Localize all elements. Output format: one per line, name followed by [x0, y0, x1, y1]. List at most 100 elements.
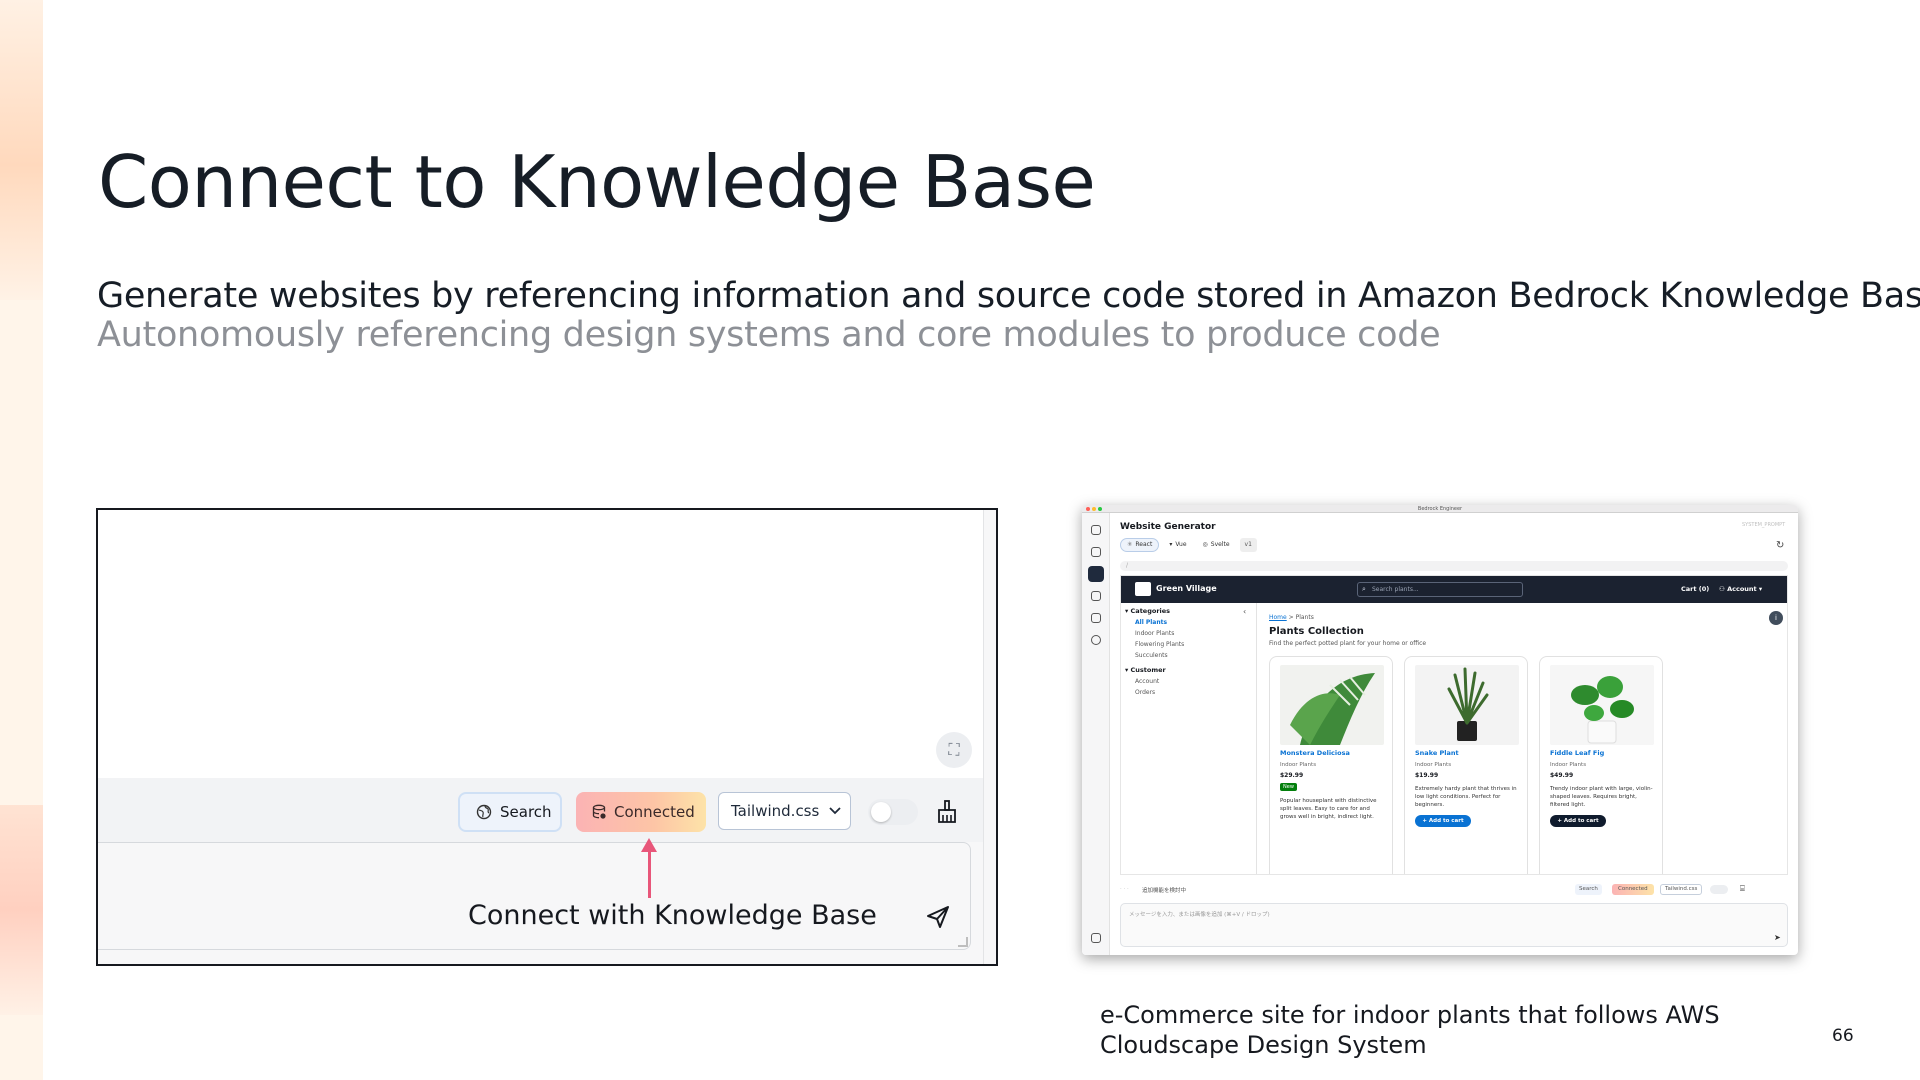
arrow-head [641, 838, 657, 852]
chat-icon[interactable] [1091, 547, 1101, 557]
customer-orders[interactable]: Orders [1135, 689, 1156, 696]
customer-account[interactable]: Account [1135, 678, 1160, 685]
tab-react[interactable]: ⚛React [1120, 538, 1160, 552]
categories-heading[interactable]: ▾ Categories [1125, 607, 1171, 615]
collapse-chevron-icon[interactable]: ‹ [1243, 607, 1247, 616]
connected-button[interactable]: Connected [1612, 884, 1654, 895]
customer-heading[interactable]: ▾ Customer [1125, 666, 1166, 674]
resize-handle[interactable] [958, 937, 968, 947]
connected-button[interactable]: Connected [576, 792, 706, 832]
chat-input[interactable]: メッセージを入力、または画像を追加 (⌘+V / ドロップ) [1120, 903, 1788, 947]
website-generator-icon[interactable] [1088, 566, 1104, 582]
left-screenshot: ⛶ Search Connected Tailwind.css Connect … [96, 508, 998, 966]
site-side-nav: ‹ ▾ Categories All Plants Indoor Plants … [1121, 603, 1257, 874]
product-name[interactable]: Fiddle Leaf Fig [1550, 749, 1605, 757]
product-price: $29.99 [1280, 772, 1304, 779]
home-icon[interactable] [1091, 525, 1101, 535]
add-to-cart-button[interactable]: + Add to cart [1415, 815, 1471, 827]
category-indoor-plants[interactable]: Indoor Plants [1135, 630, 1175, 637]
toggle-switch[interactable] [1710, 885, 1728, 894]
decorative-gradient-top [0, 0, 43, 300]
right-screenshot: Bedrock Engineer Website Generator SYSTE… [1082, 505, 1798, 955]
add-to-cart-button[interactable]: + Add to cart [1550, 815, 1606, 827]
window-titlebar: Bedrock Engineer [1082, 505, 1798, 513]
search-button[interactable]: Search [1575, 884, 1602, 895]
product-name[interactable]: Monstera Deliciosa [1280, 749, 1350, 757]
slide-subtitle-secondary: Autonomously referencing design systems … [97, 315, 1441, 355]
app-sidebar [1082, 513, 1110, 955]
info-button[interactable]: i [1769, 611, 1783, 625]
account-menu[interactable]: ⚇ Account ▾ [1719, 585, 1762, 593]
framework-select[interactable]: Tailwind.css [718, 792, 851, 830]
window-controls[interactable] [1086, 507, 1102, 511]
customer-heading-label: Customer [1130, 666, 1166, 674]
chat-input[interactable] [98, 842, 971, 950]
tab-react-label: React [1135, 541, 1153, 548]
breadcrumb: Home > Plants [1269, 614, 1314, 621]
arrow-line [648, 846, 651, 898]
site-brand[interactable]: Green Village [1156, 584, 1217, 593]
refresh-icon[interactable]: ↻ [1776, 540, 1785, 551]
globe-icon [476, 804, 492, 820]
page-number: 66 [1832, 1026, 1854, 1046]
feedback-icon[interactable] [1091, 933, 1101, 943]
maximize-dot[interactable] [1098, 507, 1102, 511]
product-description: Popular houseplant with distinctive spli… [1280, 798, 1377, 820]
database-icon [592, 804, 606, 819]
minimize-dot[interactable] [1092, 507, 1096, 511]
site-top-nav: Green Village ⌕ Search plants... Cart (0… [1121, 576, 1787, 603]
product-card[interactable]: Fiddle Leaf Fig Indoor Plants $49.99 Tre… [1539, 656, 1663, 874]
send-icon[interactable]: ➤ [1774, 933, 1781, 942]
search-icon: ⌕ [1362, 585, 1366, 593]
category-succulents[interactable]: Succulents [1135, 652, 1168, 659]
toolbar-hint: 追加機能を検討中 [1142, 888, 1187, 894]
settings-icon[interactable] [1091, 635, 1101, 645]
breadcrumb-separator: > [1288, 614, 1296, 621]
search-button[interactable]: Search [458, 792, 562, 832]
app-title: Website Generator [1120, 522, 1216, 532]
framework-select[interactable]: Tailwind.css [1660, 884, 1703, 895]
page-title: Plants Collection [1269, 626, 1364, 637]
category-all-plants[interactable]: All Plants [1135, 619, 1168, 626]
new-badge: New [1280, 783, 1297, 791]
broom-icon[interactable] [936, 800, 958, 824]
send-icon[interactable] [926, 905, 950, 929]
expand-button[interactable]: ⛶ [936, 732, 972, 768]
agents-icon[interactable] [1091, 613, 1101, 623]
site-search-input[interactable]: ⌕ Search plants... [1357, 582, 1523, 597]
window-title: Bedrock Engineer [1417, 506, 1463, 512]
version-badge[interactable]: v1 [1239, 538, 1257, 552]
category-flowering-plants[interactable]: Flowering Plants [1135, 641, 1185, 648]
search-button-label: Search [500, 803, 552, 821]
decorative-gradient-bottom [0, 805, 43, 1015]
preview-canvas [98, 510, 983, 778]
decorative-left-strip [0, 0, 43, 1080]
preview-url-bar[interactable]: / [1120, 561, 1788, 571]
toggle-switch[interactable] [868, 799, 918, 825]
framework-tabs: ⚛React ▾Vue ◎Svelte v1 [1120, 538, 1257, 552]
product-image [1550, 665, 1654, 745]
slide-subtitle-primary: Generate websites by referencing informa… [97, 276, 1920, 316]
broom-icon[interactable]: ⌸ [1740, 884, 1745, 893]
site-logo[interactable] [1135, 582, 1151, 596]
close-dot[interactable] [1086, 507, 1090, 511]
tab-vue-label: Vue [1175, 541, 1187, 548]
system-prompt-link[interactable]: SYSTEM_PROMPT [1742, 522, 1786, 528]
tab-vue[interactable]: ▾Vue [1163, 538, 1192, 552]
breadcrumb-home[interactable]: Home [1269, 614, 1287, 621]
product-category: Indoor Plants [1280, 762, 1317, 768]
svelte-icon: ◎ [1202, 541, 1208, 548]
product-name[interactable]: Snake Plant [1415, 749, 1459, 757]
more-dots-icon[interactable]: · · · [1120, 886, 1129, 892]
diagram-icon[interactable] [1091, 591, 1101, 601]
divider [983, 510, 984, 964]
cart-link[interactable]: Cart (0) [1681, 585, 1710, 593]
account-label: Account [1727, 585, 1757, 593]
product-card[interactable]: Monstera Deliciosa Indoor Plants $29.99 … [1269, 656, 1393, 874]
product-card[interactable]: Snake Plant Indoor Plants $19.99 Extreme… [1404, 656, 1528, 874]
categories-heading-label: Categories [1130, 607, 1171, 615]
site-search-placeholder: Search plants... [1372, 586, 1419, 593]
tab-svelte[interactable]: ◎Svelte [1197, 538, 1236, 552]
chevron-down-icon [829, 807, 841, 815]
product-category: Indoor Plants [1415, 762, 1452, 768]
